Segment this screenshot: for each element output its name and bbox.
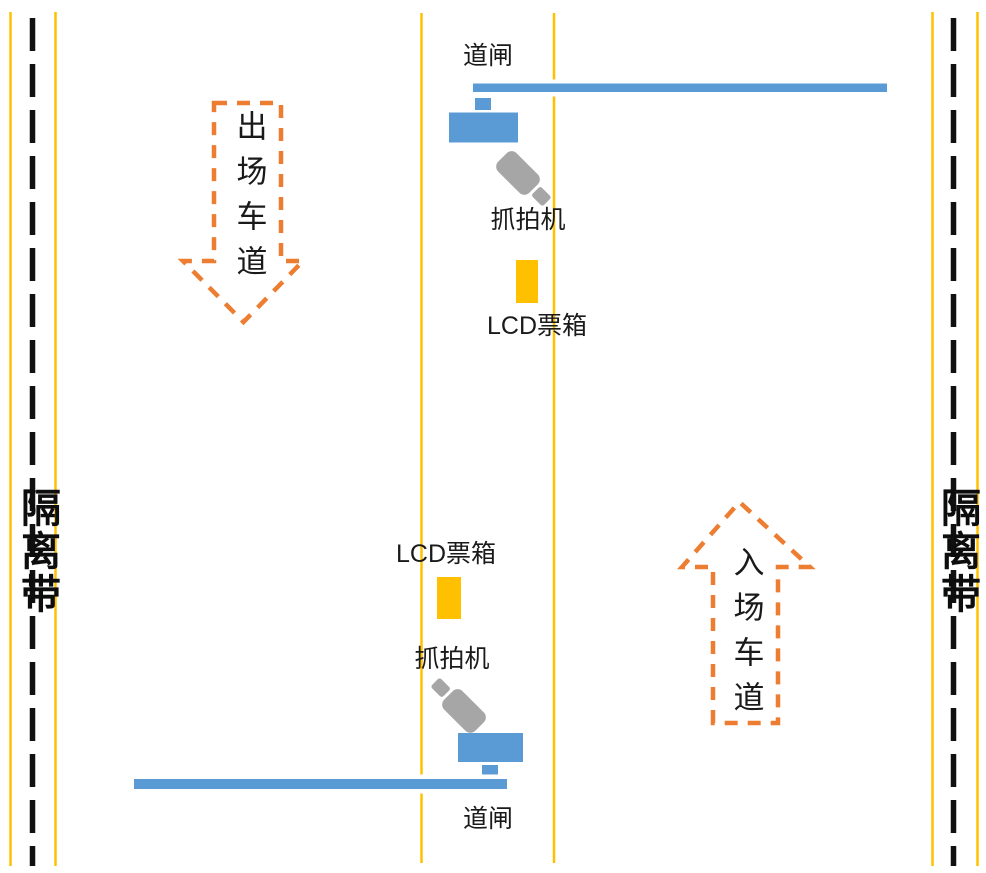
entry-gate-arm [134,779,507,789]
exit-lane-arrow [177,100,309,326]
entry-capture-camera-icon [431,678,486,733]
entry-camera-label: 抓拍机 [414,645,490,673]
camera-lens [532,187,551,206]
entry-gate-post [482,765,498,776]
exit-gate-body [449,112,518,143]
left-divider-label: 隔离带 [15,487,59,616]
exit-capture-camera-icon [496,151,551,206]
right-divider-label: 隔离带 [935,487,979,616]
entry-ticket-box [437,577,461,619]
entry-gate-body [458,733,523,762]
entry-lane-arrow-label: 入场车道 [728,546,764,726]
camera-lens [431,678,450,697]
camera-body [442,689,486,733]
entry-ticket-box-label: LCD票箱 [395,540,497,568]
exit-lane-arrow-label: 出场车道 [231,110,267,290]
camera-body [496,151,540,195]
exit-gate-label: 道闸 [462,42,514,70]
exit-ticket-box-label: LCD票箱 [486,312,588,340]
exit-gate-arm [473,83,887,92]
exit-ticket-box [516,260,538,303]
entry-lane-arrow [677,498,816,726]
exit-gate-post [475,98,491,110]
entry-gate-label: 道闸 [462,805,514,833]
exit-camera-label: 抓拍机 [490,206,566,234]
